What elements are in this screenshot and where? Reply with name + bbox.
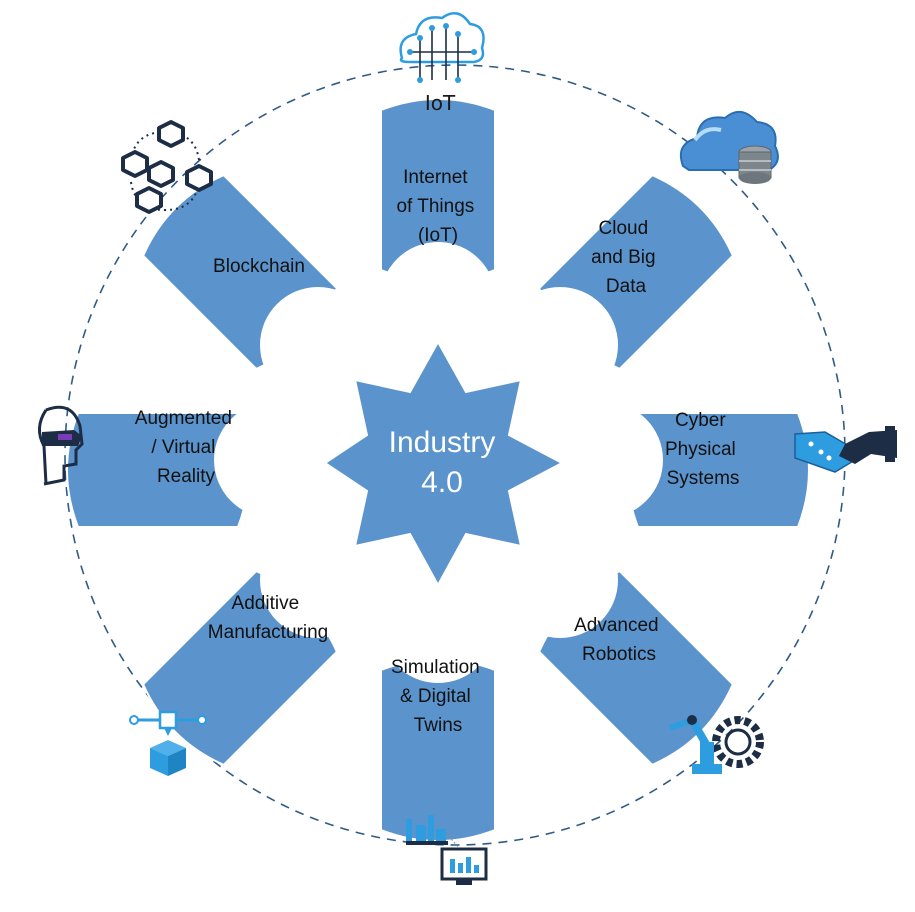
- label-iot: Internet of Things (IoT): [396, 167, 479, 246]
- robot-handshake-icon: [794, 426, 897, 473]
- label-cloud: Cloud and Big Data: [591, 218, 661, 297]
- vr-headset-person-icon: [38, 405, 84, 486]
- label-arvr: Augmented / Virtual Reality: [135, 408, 237, 487]
- label-blockchain: Blockchain: [213, 256, 305, 277]
- iot-cloud-icon: IoT: [399, 11, 485, 115]
- petal-labels: Internet of Things (IoT) Cloud and Big D…: [135, 167, 741, 736]
- blockchain-cubes-icon: [121, 120, 213, 214]
- label-additive: Additive Manufacturing: [208, 593, 328, 643]
- center-title-line1: Industry: [389, 426, 496, 459]
- center-star: [323, 339, 565, 588]
- digital-twin-monitor-icon: [406, 815, 488, 885]
- label-robotics: Advanced Robotics: [574, 615, 664, 665]
- label-simulation: Simulation & Digital Twins: [391, 657, 485, 736]
- 3d-printer-icon: [129, 710, 207, 776]
- label-cps: Cyber Physical Systems: [665, 410, 741, 489]
- cloud-database-icon: [679, 111, 779, 184]
- iot-icon-text: IoT: [425, 91, 456, 115]
- center-title-line2: 4.0: [421, 466, 463, 499]
- robot-arm-gear-icon: [668, 715, 764, 774]
